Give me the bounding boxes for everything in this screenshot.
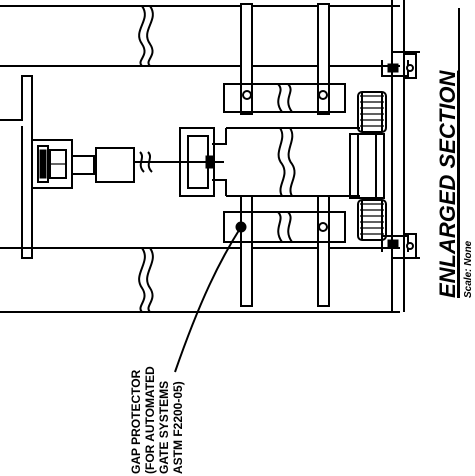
center-beam <box>212 127 360 197</box>
title-block: ENLARGED SECTION Scale: None <box>435 8 474 298</box>
upper-bracket <box>223 83 346 113</box>
left-hinge-assembly <box>31 139 182 189</box>
bottom-tube <box>0 247 400 313</box>
wheel-housing <box>349 133 385 199</box>
scale-note: Scale: None <box>463 240 474 298</box>
right-track <box>391 0 420 312</box>
callout-line-1: GAP PROTECTOR <box>129 369 143 474</box>
upper-uprights <box>240 3 330 307</box>
callout-line-4: ASTM F2200-05) <box>171 381 185 474</box>
callout-line-2: (FOR AUTOMATED <box>143 366 157 474</box>
lower-wheel <box>357 199 387 241</box>
callout-line-3: GATE SYSTEMS <box>157 381 171 474</box>
upper-wheel <box>357 91 387 133</box>
callout-leader <box>174 226 242 373</box>
upper-clip <box>381 53 417 79</box>
gap-protector-callout: GAP PROTECTOR (FOR AUTOMATED GATE SYSTEM… <box>129 366 185 474</box>
left-wall-angle <box>0 75 33 259</box>
lower-clip <box>381 233 417 259</box>
section-title: ENLARGED SECTION <box>435 70 460 298</box>
top-tube <box>0 5 400 67</box>
